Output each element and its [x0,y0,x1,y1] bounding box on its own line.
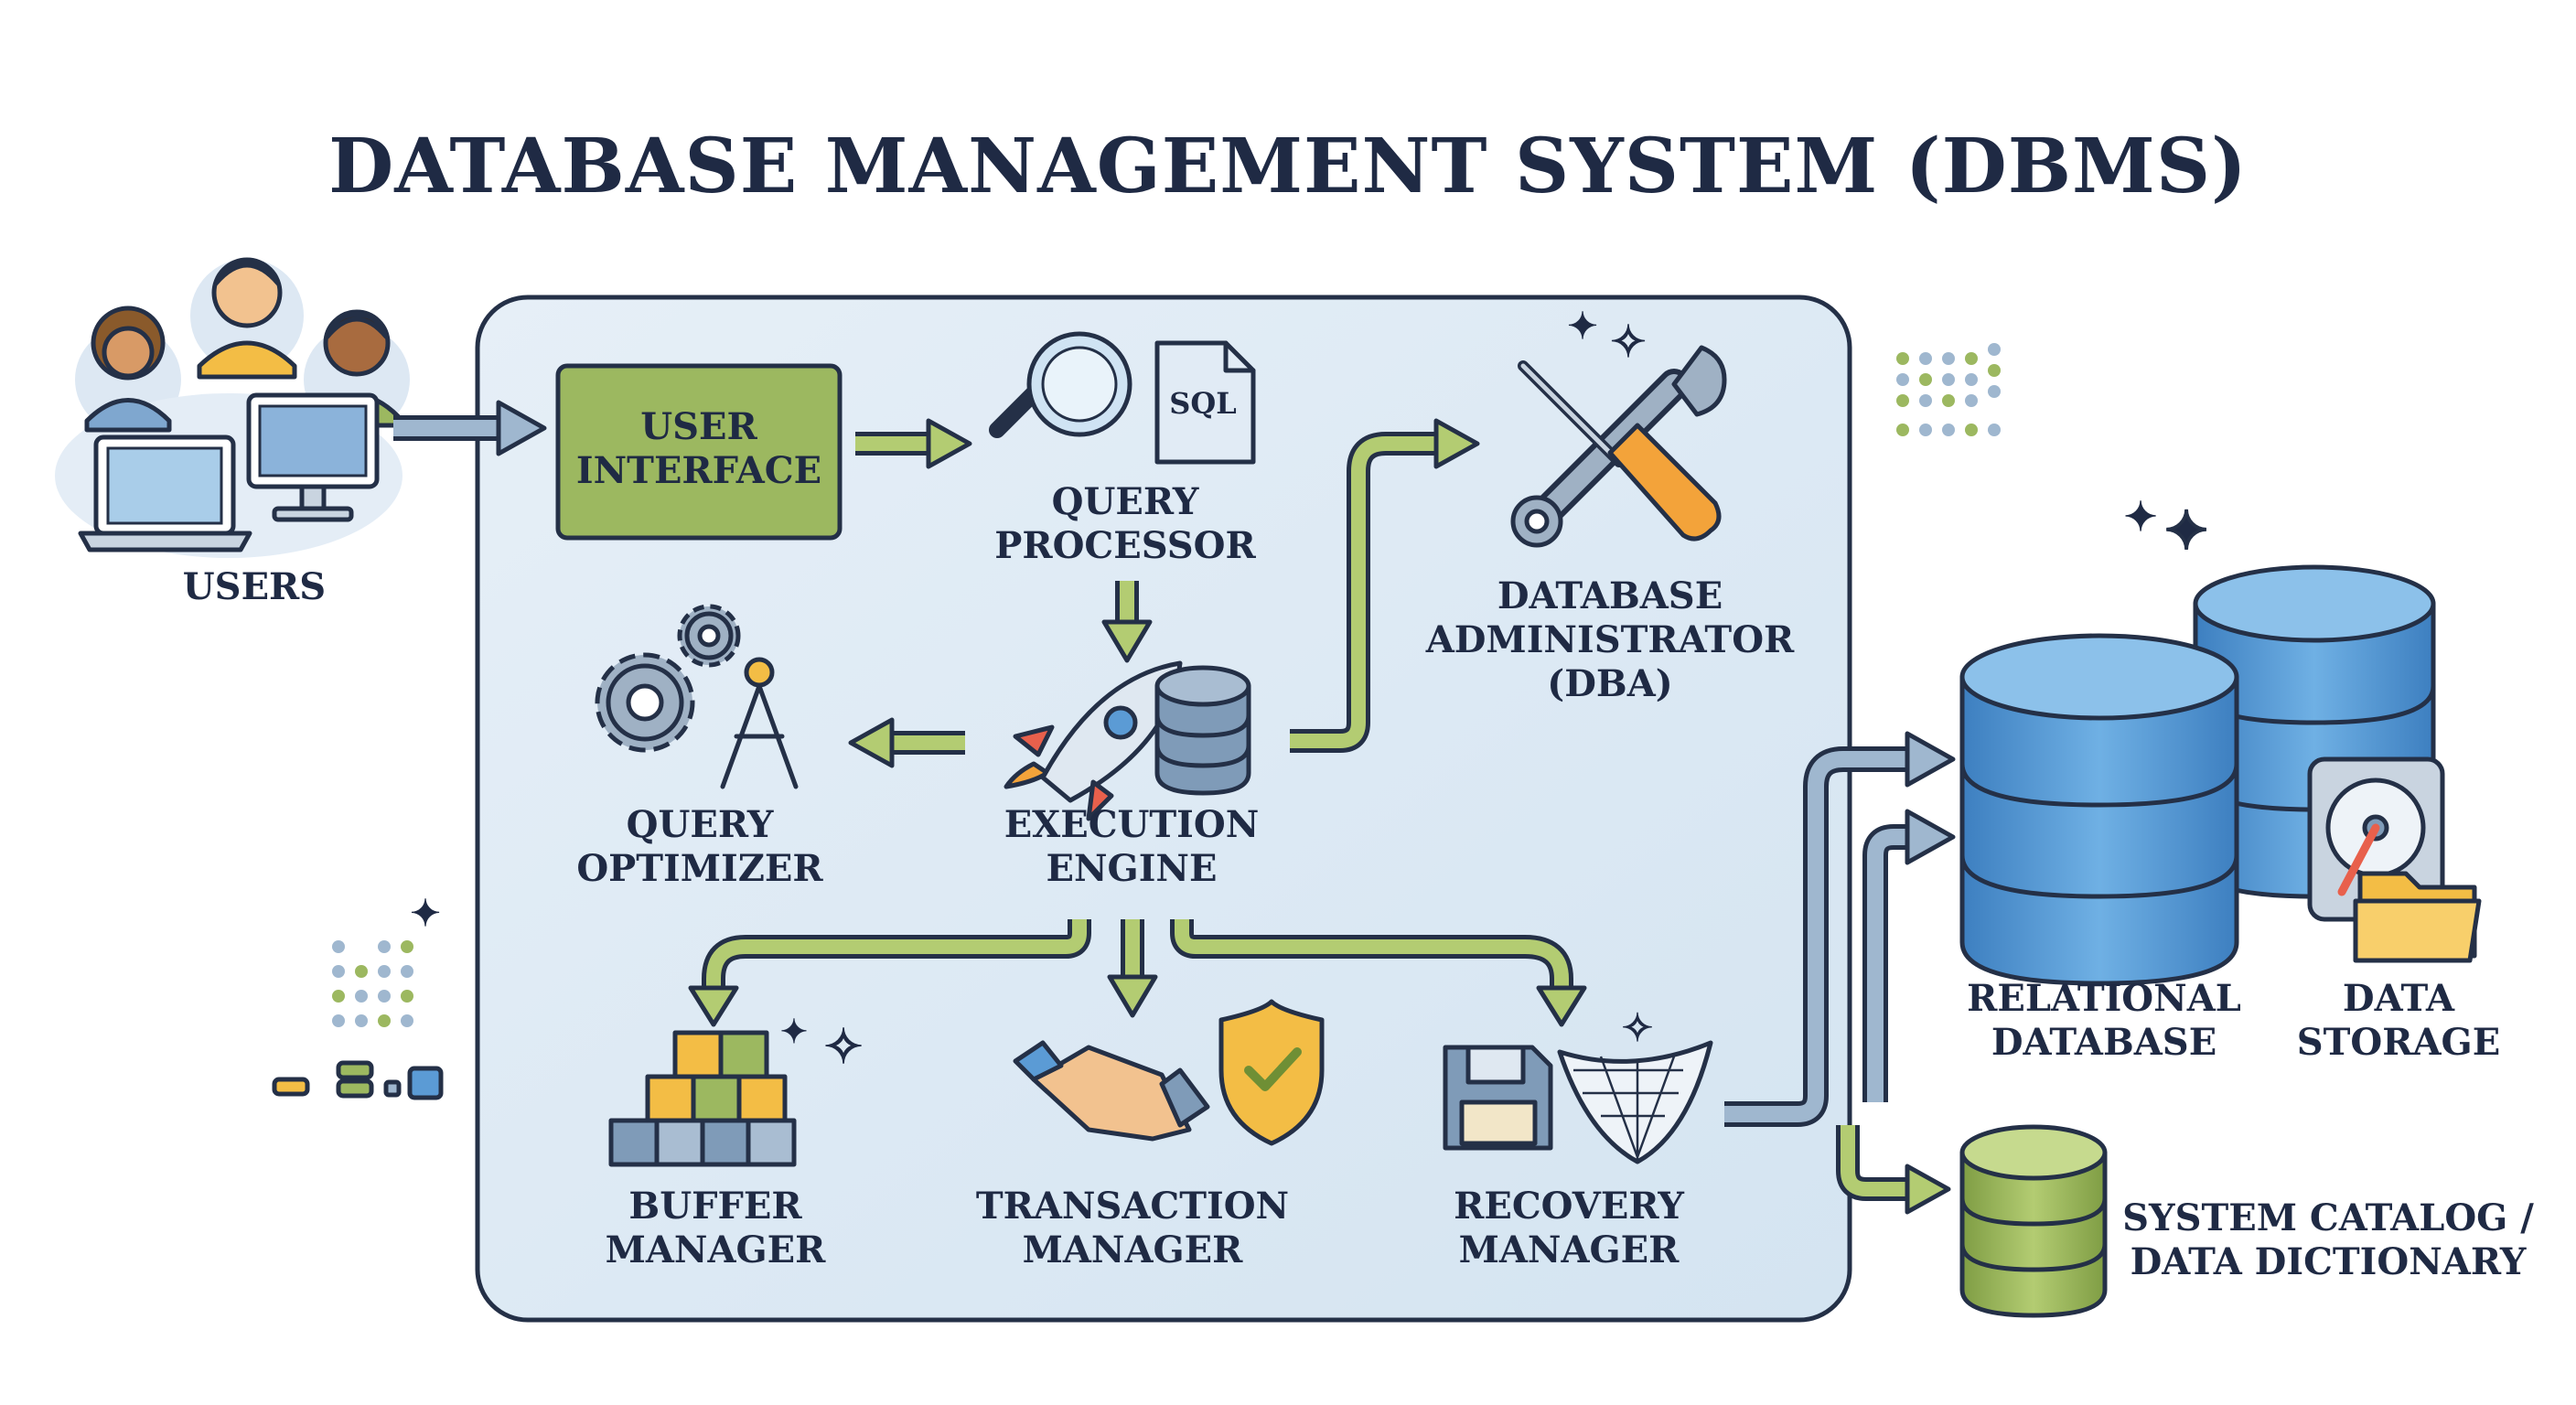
query-processor-label-1: QUERY [1052,480,1199,523]
buffer-manager-label-2: MANAGER [606,1228,827,1271]
user-interface-box [555,363,843,541]
sparkle-icon: ✦ [1567,305,1598,348]
query-optimizer-label-2: OPTIMIZER [576,847,823,890]
query-processor-node: SQL QUERY PROCESSOR [989,331,1256,567]
transaction-manager-label-1: TRANSACTION [976,1185,1289,1228]
execution-engine-label-1: EXECUTION [1004,803,1260,846]
shield-check-icon [1218,999,1325,1146]
buffer-manager-label-1: BUFFER [628,1185,802,1228]
arrow-ui-to-query-processor [855,418,972,469]
hard-drive-icon [2307,756,2445,922]
monitor-icon [246,392,380,522]
dba-label-1: DATABASE [1497,574,1723,617]
database-icon [1154,665,1251,796]
users-group: USERS [55,257,410,608]
arrow-execution-engine-to-dba [1290,418,1480,753]
gear-icon [677,604,741,668]
database-cylinder-icon [1959,633,2239,986]
sparkle-icon: ✦ [780,1013,808,1051]
relational-database-label-1: RELATIONAL [1967,977,2241,1020]
data-storage-label-1: DATA [2343,977,2455,1020]
system-catalog-node: SYSTEM CATALOG / DATA DICTIONARY [1959,1124,2534,1318]
decorative-dots-bottom-left: ✦ [272,892,444,1100]
system-catalog-label-1: SYSTEM CATALOG / [2122,1196,2534,1239]
dba-node: ✦ ✧ DATABASE ADMINISTRATOR (DBA) [1425,305,1795,705]
arrow-execution-engine-to-recovery-manager [1170,919,1587,1027]
query-processor-label-2: PROCESSOR [994,524,1256,567]
transaction-manager-node: TRANSACTION MANAGER [976,999,1325,1271]
system-catalog-label-2: DATA DICTIONARY [2131,1240,2527,1283]
arrow-users-to-ui [393,400,547,456]
sparkle-icon: ✧ [1610,316,1647,368]
transaction-manager-label-2: MANAGER [1023,1228,1244,1271]
diagram-title: DATABASE MANAGEMENT SYSTEM (DBMS) [328,123,2248,210]
rocket-icon [1004,660,1183,821]
person-icon [197,257,297,380]
net-icon [1557,1040,1713,1164]
sparkle-icon: ✧ [823,1019,864,1075]
query-optimizer-node: QUERY OPTIMIZER [576,604,823,890]
arrow-query-processor-to-execution-engine [1101,581,1153,663]
flow-arrows [393,400,1956,1215]
dba-label-3: (DBA) [1547,662,1672,705]
laptop-icon [78,434,252,552]
stacked-blocks-icon [608,1030,797,1167]
data-storage-label-2: STORAGE [2297,1021,2500,1064]
sparkle-icon: ✧ [1621,1005,1653,1050]
user-interface-node: USER INTERFACE [555,363,843,541]
user-interface-label-1: USER [640,405,757,448]
query-optimizer-label-1: QUERY [627,803,774,846]
execution-engine-label-2: ENGINE [1046,847,1218,890]
sparkle-icon: ✦ [410,892,441,935]
relational-database-node: ✦ ✦ RELATIONAL DATABASE [1959,494,2436,1064]
sql-file-icon: SQL [1154,340,1256,465]
execution-engine-node: EXECUTION ENGINE [1004,660,1260,890]
users-label: USERS [183,565,326,608]
dba-label-2: ADMINISTRATOR [1425,618,1795,661]
sparkle-icon: ✦ [2164,499,2209,562]
screwdriver-icon [1518,360,1722,542]
user-interface-label-2: INTERFACE [576,449,821,492]
recovery-manager-node: ✧ RECOVERY MANAGER [1443,1005,1713,1271]
floppy-disk-icon [1443,1045,1553,1151]
recovery-manager-label-1: RECOVERY [1454,1185,1684,1228]
buffer-manager-node: ✦ ✧ BUFFER MANAGER [606,1013,864,1271]
sql-text: SQL [1169,386,1236,421]
arrow-execution-engine-to-query-optimizer [848,717,965,768]
magnifier-icon [989,331,1132,438]
relational-database-label-2: DATABASE [1991,1021,2216,1064]
gear-icon [595,652,695,753]
arrow-recovery-to-storage [1724,731,1956,1215]
person-icon [84,306,172,433]
data-storage-node: DATA STORAGE [2297,756,2500,1064]
compass-icon [720,657,799,789]
arrow-execution-engine-to-transaction-manager [1107,919,1158,1018]
database-cylinder-icon [1959,1124,2108,1318]
decorative-dots-top-right [1896,343,2001,436]
arrow-execution-engine-to-buffer-manager [688,919,1091,1027]
recovery-manager-label-2: MANAGER [1459,1228,1680,1271]
handshake-icon [1013,1040,1210,1142]
folder-icon [2353,871,2482,963]
sparkle-icon: ✦ [2124,494,2158,541]
